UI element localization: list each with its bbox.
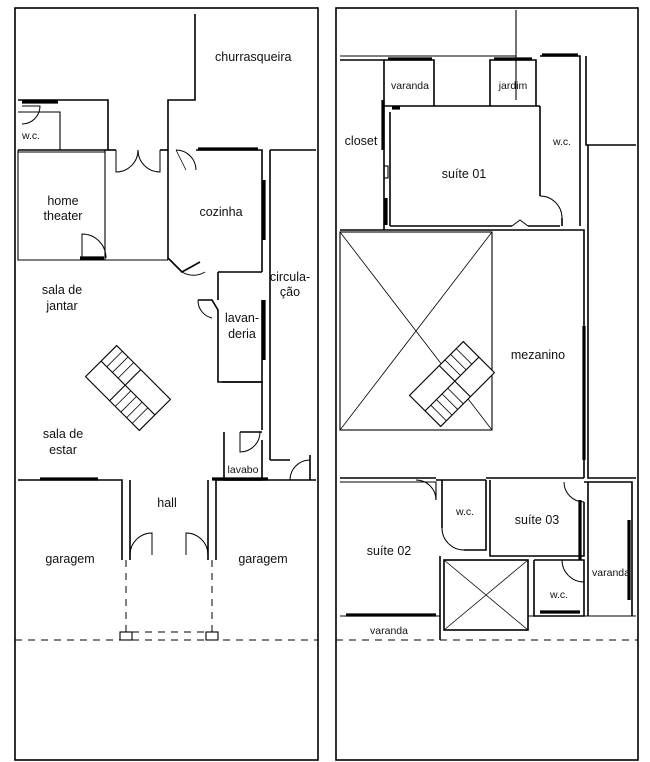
label-hall: hall <box>157 496 176 510</box>
void-opening <box>339 231 493 431</box>
label-lavanderia-2: deria <box>228 327 256 341</box>
label-cozinha: cozinha <box>199 205 242 219</box>
label-varanda-top: varanda <box>391 80 429 92</box>
label-mezanino: mezanino <box>511 348 565 362</box>
upper-floor-boundary <box>335 7 639 761</box>
label-circulacao-2: ção <box>280 285 300 299</box>
label-varanda-right: varanda <box>592 567 630 579</box>
label-wc-bottom: w.c. <box>549 589 568 601</box>
label-home-theater-1: home <box>47 194 78 208</box>
label-wc-mid: w.c. <box>455 506 474 518</box>
label-circulacao-1: circula- <box>270 270 310 284</box>
label-home-theater-2: theater <box>44 209 83 223</box>
label-sala-estar-1: sala de <box>43 427 83 441</box>
label-wc-ground: w.c. <box>21 130 40 142</box>
label-suite-02: suíte 02 <box>367 544 412 558</box>
label-garagem-right: garagem <box>238 552 287 566</box>
label-closet: closet <box>345 134 378 148</box>
label-suite-01: suíte 01 <box>442 167 487 181</box>
label-garagem-left: garagem <box>45 552 94 566</box>
label-lavabo: lavabo <box>228 464 259 476</box>
ground-staircase <box>84 344 172 432</box>
label-sala-jantar-2: jantar <box>45 299 77 313</box>
ground-floor-plan: churrasqueira w.c. home theater cozinha … <box>14 7 319 761</box>
upper-staircase <box>408 340 496 428</box>
label-sala-jantar-1: sala de <box>42 283 82 297</box>
label-churrasqueira: churrasqueira <box>215 50 291 64</box>
label-sala-estar-2: estar <box>49 443 77 457</box>
ground-floor-boundary <box>14 7 319 761</box>
label-jardim: jardim <box>498 80 528 92</box>
label-suite-03: suíte 03 <box>515 513 560 527</box>
label-lavanderia-1: lavan- <box>225 311 259 325</box>
upper-floor-plan: varanda jardim closet suíte 01 w.c. meza… <box>335 7 639 761</box>
label-wc-top: w.c. <box>552 136 571 148</box>
service-shaft <box>443 559 529 631</box>
label-varanda-bottom: varanda <box>370 625 408 637</box>
